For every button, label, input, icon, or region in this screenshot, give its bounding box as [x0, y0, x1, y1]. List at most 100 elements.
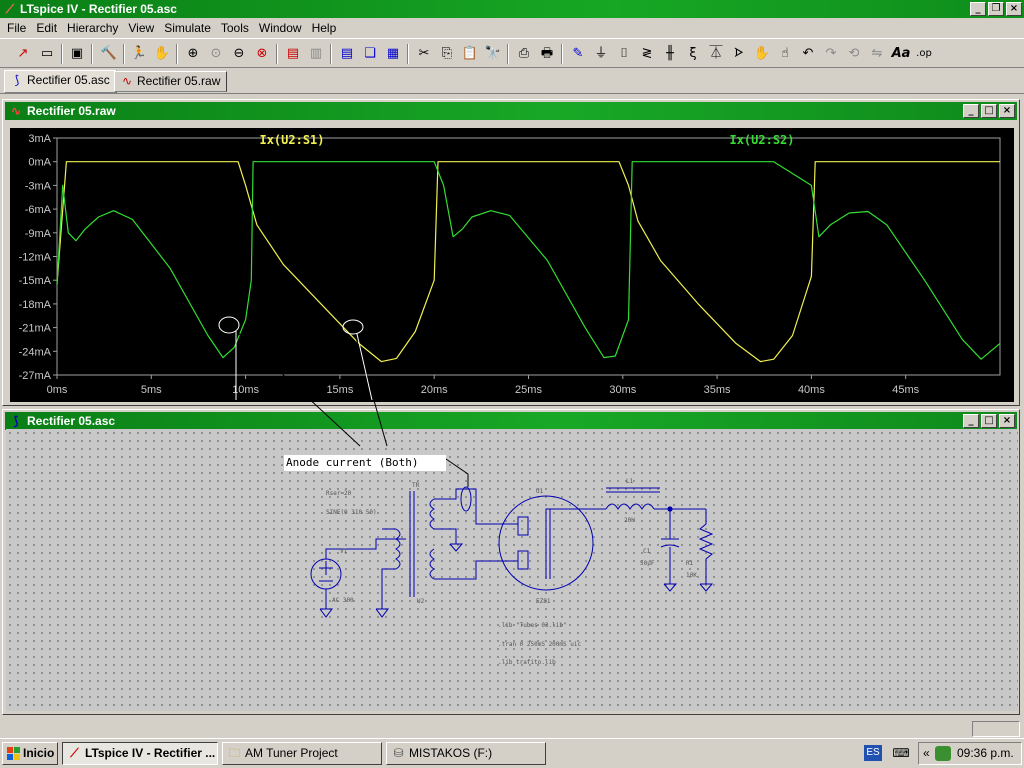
keyboard-icon[interactable]: ⌨ — [892, 746, 910, 760]
halt-icon[interactable]: ✋ — [153, 46, 171, 61]
anode-current-annotation[interactable]: Anode current (Both) — [284, 455, 446, 471]
label-l1-value: 20H — [624, 517, 635, 524]
diode-icon[interactable]: ⏄ — [709, 46, 723, 61]
toolbar: ↗ ▭ ▣ 🔨 🏃 ✋ ⊕ ⊙ ⊖ ⊗ ▤ ▥ ▤ ❏ ▦ ✂ ⎘ 📋 🔭 ⎙ … — [0, 38, 1024, 68]
rotate-icon[interactable]: ⟲ — [848, 46, 860, 61]
close-button[interactable]: × — [999, 414, 1015, 428]
trace-label-s2: Ix(U2:S2) — [729, 133, 794, 147]
cascade-icon[interactable]: ❏ — [364, 46, 376, 61]
restore-button[interactable]: ❐ — [988, 2, 1004, 16]
taskbar-mistakos[interactable]: ⛁ MISTAKOS (F:) — [386, 742, 546, 765]
status-bar — [0, 718, 1024, 738]
start-button[interactable]: Inicio — [2, 742, 58, 765]
maximize-button[interactable]: □ — [981, 414, 997, 428]
junction-dot — [667, 506, 673, 512]
tile-vertical-icon[interactable]: ▦ — [386, 46, 400, 61]
close-button[interactable]: × — [1006, 2, 1022, 16]
pane-controls: _ □ × — [963, 414, 1015, 428]
autorange-icon[interactable]: ▤ — [286, 46, 300, 61]
waveform-plot[interactable]: 3mA0mA-3mA-6mA-9mA-12mA-15mA-18mA-21mA-2… — [10, 128, 1014, 402]
zoom-out-icon[interactable]: ⊖ — [233, 46, 245, 61]
language-indicator[interactable]: ES — [864, 745, 882, 761]
schematic-drawing[interactable]: Rser=20 SINE(0 310 50) V1 AC 300 TR U2 U… — [6, 429, 1018, 711]
schematic-window-title[interactable]: ⟆ Rectifier 05.asc _ □ × — [5, 412, 1017, 430]
label-v1: V1 — [340, 548, 348, 555]
label-c1-value: 50µF — [640, 560, 655, 567]
waveform-window-title[interactable]: ∿ Rectifier 05.raw _ □ × — [5, 102, 1017, 120]
new-schematic-icon[interactable]: ▭ — [40, 46, 54, 61]
copy-icon[interactable]: ⎘ — [441, 46, 453, 61]
capacitor-icon[interactable]: ╫ — [666, 46, 674, 61]
taskbar-ltspice[interactable]: ⟋ LTspice IV - Rectifier ... — [62, 742, 218, 765]
tray-expand-icon[interactable]: « — [923, 746, 930, 760]
ltspice-app-icon[interactable]: ⟋ — [5, 2, 15, 16]
menu-hierarchy[interactable]: Hierarchy — [67, 21, 119, 35]
label-net-icon[interactable]: ⌷ — [620, 46, 628, 61]
waveform-icon: ∿ — [121, 74, 133, 88]
undo-icon[interactable]: ↶ — [802, 46, 814, 61]
component-icon[interactable]: ᗌ — [734, 46, 744, 61]
save-icon[interactable]: ▣ — [70, 46, 84, 61]
menu-tools[interactable]: Tools — [220, 21, 249, 35]
minimize-button[interactable]: _ — [963, 104, 979, 118]
open-icon[interactable]: ↗ — [17, 46, 29, 61]
tab-schematic[interactable]: ⟆ Rectifier 05.asc — [4, 70, 117, 93]
maximize-button[interactable]: □ — [981, 104, 997, 118]
redo-icon[interactable]: ↷ — [825, 46, 837, 61]
schematic-title-text: Rectifier 05.asc — [27, 414, 116, 428]
system-tray: « 09:36 p.m. — [918, 742, 1022, 765]
minimize-button[interactable]: _ — [963, 414, 979, 428]
spice-directive-1[interactable]: .lib "Tubes 03.lib" — [498, 622, 567, 629]
label-rser: Rser=20 — [326, 490, 352, 497]
mirror-icon[interactable]: ⇋ — [871, 46, 883, 61]
schematic-canvas[interactable]: Rser=20 SINE(0 310 50) V1 AC 300 TR U2 U… — [6, 429, 1018, 711]
start-label: Inicio — [23, 746, 55, 760]
tube-ez81-symbol[interactable] — [498, 495, 594, 591]
inductor-icon[interactable]: ξ — [689, 46, 697, 61]
tile-horizontal-icon[interactable]: ▤ — [340, 46, 354, 61]
tab-label: Rectifier 05.asc — [27, 73, 110, 87]
zoom-fit-icon[interactable]: ⊗ — [256, 46, 268, 61]
minimize-button[interactable]: _ — [970, 2, 986, 16]
pan-icon[interactable]: ⊙ — [210, 46, 222, 61]
spice-directive-3[interactable]: .lib trafito.lib — [498, 659, 556, 666]
spice-directive-2[interactable]: .tran 0 250mS 200mS uic — [498, 641, 581, 648]
spice-directive-icon[interactable]: .op — [916, 48, 932, 59]
cut-icon[interactable]: ✂ — [418, 46, 430, 61]
task-label: MISTAKOS (F:) — [409, 746, 493, 760]
move-icon[interactable]: ✋ — [753, 46, 771, 61]
window-title: LTspice IV - Rectifier 05.asc — [20, 2, 177, 16]
wire-icon[interactable]: ✎ — [572, 46, 584, 61]
text-icon[interactable]: Aa — [891, 46, 911, 61]
print-setup-icon[interactable]: ⎙ — [518, 46, 530, 61]
menu-view[interactable]: View — [128, 21, 155, 35]
control-panel-icon[interactable]: 🔨 — [100, 46, 118, 61]
resistor-icon[interactable]: ≷ — [641, 46, 653, 61]
label-l1: L1 — [626, 478, 634, 485]
title-bar[interactable]: ⟋ LTspice IV - Rectifier 05.asc _ ❐ × — [0, 0, 1024, 18]
menu-simulate[interactable]: Simulate — [164, 21, 211, 35]
drag-icon[interactable]: ☝ — [781, 46, 789, 61]
menu-help[interactable]: Help — [311, 21, 337, 35]
tab-waveform[interactable]: ∿ Rectifier 05.raw — [114, 71, 228, 92]
find-icon[interactable]: 🔭 — [484, 46, 502, 61]
clock[interactable]: 09:36 p.m. — [957, 746, 1014, 760]
run-icon[interactable]: 🏃 — [130, 46, 148, 61]
zoom-in-icon[interactable]: ⊕ — [187, 46, 199, 61]
menu-window[interactable]: Window — [258, 21, 302, 35]
print-icon[interactable]: 🖶 — [540, 46, 554, 61]
tab-label: Rectifier 05.raw — [137, 74, 221, 88]
windows-logo-icon — [7, 747, 20, 760]
close-button[interactable]: × — [999, 104, 1015, 118]
menu-file[interactable]: File — [7, 21, 27, 35]
menu-edit[interactable]: Edit — [36, 21, 58, 35]
paste-icon[interactable]: 📋 — [461, 46, 479, 61]
y-tick-label: 0mA — [28, 157, 51, 169]
ground-icon[interactable]: ⏚ — [594, 46, 608, 61]
fft-icon[interactable]: ▥ — [309, 46, 323, 61]
x-tick-label: 45ms — [892, 384, 919, 396]
network-icon[interactable] — [935, 746, 951, 761]
taskbar-am-tuner[interactable]: 🗀 AM Tuner Project — [222, 742, 382, 765]
menu-bar: File Edit Hierarchy View Simulate Tools … — [0, 18, 1024, 38]
